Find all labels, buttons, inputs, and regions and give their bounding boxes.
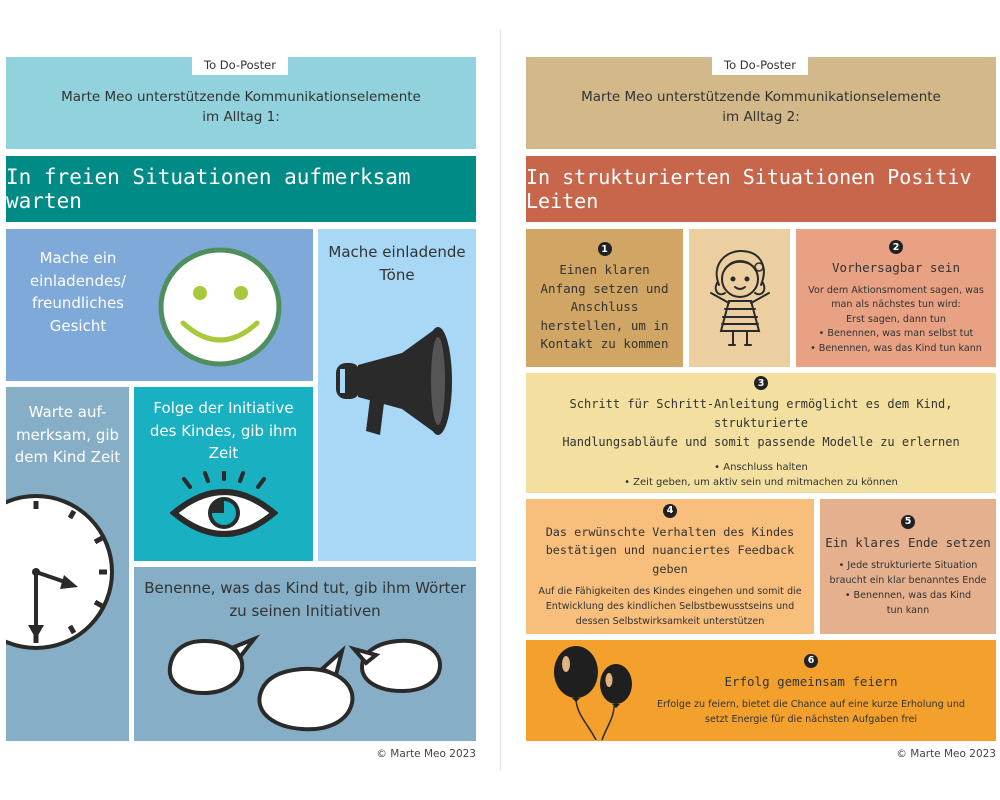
card-6: 6 Erfolg gemeinsam feiern Erfolge zu fei… — [526, 640, 996, 741]
card-tones-text: Mache einladende Töne — [328, 243, 466, 284]
card-4-title: Das erwünschte Verhalten des Kindes best… — [545, 524, 795, 576]
card-5: 5 Ein klares Ende setzen • Jede struktur… — [820, 499, 996, 634]
card-2: 2 Vorhersagbar sein Vor dem Aktionsmomen… — [796, 229, 996, 367]
smiley-icon — [158, 247, 282, 367]
card-1: 1 Einen klaren Anfang setzen und Anschlu… — [526, 229, 683, 367]
card-name-text: Benenne, was das Kind tut, gib ihm Wörte… — [144, 579, 466, 620]
card-6-content: 6 Erfolg gemeinsam feiern Erfolge zu fei… — [636, 640, 986, 741]
card-follow: Folge der Initiative des Kindes, gib ihm… — [134, 387, 313, 561]
card-wait-text: Warte auf- merksam, gib dem Kind Zeit — [14, 403, 121, 466]
left-copyright: © Marte Meo 2023 — [376, 748, 476, 760]
card-6-title: Erfolg gemeinsam feiern — [724, 673, 898, 689]
card-6-text: Erfolge zu feiern, bietet die Chance auf… — [657, 699, 965, 726]
card-6-number: 6 — [804, 653, 818, 668]
girl-illustration-icon — [710, 249, 770, 346]
right-poster-tag: To Do-Poster — [712, 55, 808, 75]
eye-icon — [170, 471, 278, 537]
left-banner: In freien Situationen aufmerksam warten — [6, 156, 476, 222]
card-face-text: Mache ein einladendes/ freundliches Gesi… — [29, 249, 127, 335]
card-2-number: 2 — [889, 240, 903, 254]
left-header-text: Marte Meo unterstützende Kommunikationse… — [61, 89, 421, 125]
card-4: 4 Das erwünschte Verhalten des Kindes be… — [526, 499, 814, 634]
card-1-number: 1 — [597, 242, 612, 257]
card-5-title: Ein klares Ende setzen — [825, 534, 991, 550]
card-5-number: 5 — [901, 514, 915, 529]
card-4-text: Auf die Fähigkeiten des Kindes eingehen … — [538, 586, 802, 628]
card-3-number: 3 — [754, 376, 768, 390]
card-girl — [689, 229, 790, 367]
card-5-text: • Jede strukturierte Situation braucht e… — [829, 560, 987, 617]
megaphone-icon — [336, 327, 452, 435]
card-follow-text: Folge der Initiative des Kindes, gib ihm… — [149, 399, 298, 462]
right-banner: In strukturierten Situationen Positiv Le… — [526, 156, 996, 222]
balloons-icon — [554, 646, 632, 740]
clock-icon — [6, 494, 114, 650]
card-4-number: 4 — [663, 503, 677, 518]
left-poster-tag: To Do-Poster — [192, 55, 288, 75]
card-2-text: Vor dem Aktionsmoment sagen, was man als… — [808, 284, 984, 354]
speech-bubbles-icon — [167, 634, 443, 732]
card-name: Benenne, was das Kind tut, gib ihm Wörte… — [134, 567, 476, 741]
card-2-title: Vorhersagbar sein — [832, 260, 960, 275]
card-wait: Warte auf- merksam, gib dem Kind Zeit — [6, 387, 129, 741]
card-3-text: • Anschluss halten • Zeit geben, um akti… — [624, 462, 898, 488]
right-copyright: © Marte Meo 2023 — [896, 748, 996, 760]
card-3: 3 Schritt für Schritt-Anleitung ermöglic… — [526, 373, 996, 493]
card-tones: Mache einladende Töne — [318, 229, 476, 561]
card-1-text: Einen klaren Anfang setzen und Anschluss… — [540, 262, 669, 352]
card-face: Mache ein einladendes/ freundliches Gesi… — [6, 229, 313, 381]
page-divider — [500, 30, 501, 770]
card-3-title: Schritt für Schritt-Anleitung ermöglicht… — [562, 397, 960, 449]
right-header-text: Marte Meo unterstützende Kommunikationse… — [581, 89, 941, 125]
